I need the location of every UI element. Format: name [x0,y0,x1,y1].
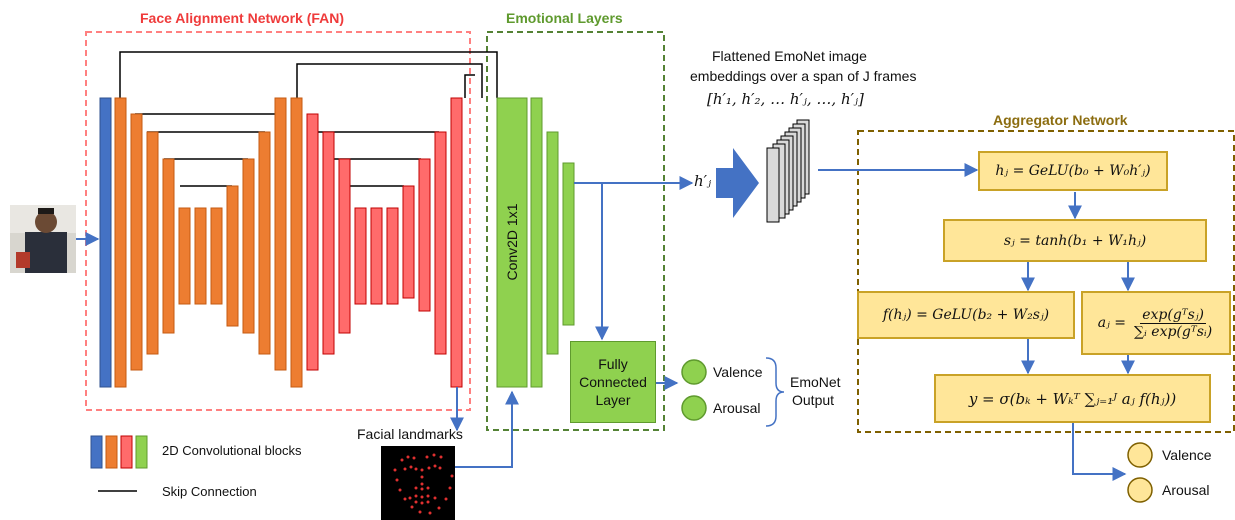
conv-block-orange [114,97,127,388]
skip-connections [119,51,498,187]
conv-block-orange [242,158,255,334]
legend-swatches [90,435,148,469]
y-to-outputs-arrow [1072,423,1127,481]
conv-block-orange [258,131,271,355]
conv-block-orange [146,131,159,355]
conv-block-red [402,185,415,299]
fc-label-line3: Layer [595,392,631,408]
h-prime-j-label: h′ⱼ [694,172,712,190]
aggregator-region [857,130,1235,433]
conv-block-blue [99,97,112,388]
hj-equation-box: hⱼ = GeLU(b₀ + W₀h′ⱼ) [978,151,1168,191]
emotional-conv-blocks [496,97,575,388]
big-arrow [716,148,759,218]
aj-numerator: exp(gᵀsⱼ) [1140,306,1207,324]
arousal-node [681,395,707,421]
conv-block-orange [274,97,287,371]
conv2d-label: Conv2D 1x1 [504,203,520,281]
conv-block-red [354,207,367,305]
legend-skip-label: Skip Connection [162,484,257,499]
aj-equation-box: aⱼ = exp(gᵀsⱼ) ∑ᵢ exp(gᵀsᵢ) [1081,291,1231,355]
facial-landmarks-label: Facial landmarks [357,426,463,442]
fan-conv-blocks [99,97,463,388]
valence-node [681,359,707,385]
green-block [546,131,559,355]
emonet-output-label-2: Output [792,392,835,408]
conv-block-red [418,158,431,312]
output-brace [765,357,785,427]
conv2d-1x1-block [496,97,528,388]
green-block [530,97,543,388]
fc-label-line1: Fully [598,356,628,372]
input-face-image [10,205,76,273]
facial-landmarks-image [381,446,455,520]
aj-fraction: exp(gᵀsⱼ) ∑ᵢ exp(gᵀsᵢ) [1132,307,1214,340]
flattened-label-2: embeddings over a span of J frames [690,68,917,84]
conv-block-orange [290,97,303,388]
agg-arousal-node [1127,477,1153,503]
aj-lhs: aⱼ = [1097,315,1127,331]
fully-connected-layer: Fully Connected Layer [570,341,656,423]
emotional-layers-title: Emotional Layers [506,10,623,26]
fc-label-line2: Connected [579,374,647,390]
sj-equation-box: sⱼ = tanh(b₁ + W₁hⱼ) [943,219,1207,262]
green-block [562,162,575,326]
legend-blocks-label: 2D Convolutional blocks [162,443,302,458]
conv-block-orange [210,207,223,305]
conv-block-red [434,131,447,355]
f-hj-equation-box: f(hⱼ) = GeLU(b₂ + W₂sⱼ) [857,291,1075,339]
conv-block-red [338,158,351,334]
aj-denominator: ∑ᵢ exp(gᵀsᵢ) [1134,323,1213,340]
conv-block-orange [162,158,175,334]
conv-block-red [386,207,399,305]
conv-block-red [322,131,335,355]
fan-region [85,31,471,411]
conv-block-orange [226,185,239,327]
flattened-label-1: Flattened EmoNet image [712,48,867,64]
aggregator-title: Aggregator Network [993,112,1128,128]
frame-stack [766,119,810,223]
conv-block-red [450,97,463,388]
conv-block-red [306,113,319,371]
valence-label: Valence [713,364,763,380]
emonet-output-label-1: EmoNet [790,374,841,390]
emotional-layers-region [486,31,665,431]
landmark-to-emotion-arrow [455,390,519,468]
arousal-label: Arousal [713,400,761,416]
agg-valence-node [1127,442,1153,468]
conv-block-orange [130,113,143,371]
y-equation-box: y = σ(bₖ + Wₖᵀ ∑ⱼ₌₁ᴶ aⱼ f(hⱼ)) [934,374,1211,423]
embedding-sequence: [h′₁, h′₂, … h′ⱼ, …, h′ⱼ] [707,90,864,108]
conv-block-orange [194,207,207,305]
conv-block-orange [178,207,191,305]
conv-block-red [370,207,383,305]
agg-valence-label: Valence [1162,447,1212,463]
fan-title: Face Alignment Network (FAN) [140,10,345,26]
agg-arousal-label: Arousal [1162,482,1210,498]
